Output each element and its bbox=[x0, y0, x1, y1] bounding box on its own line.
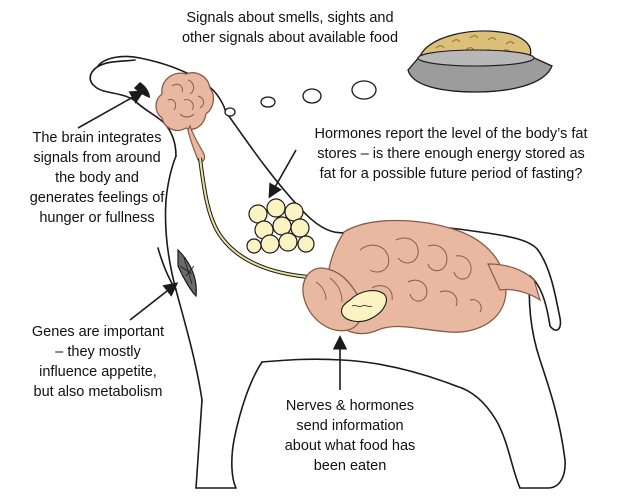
arrow-to-fat bbox=[268, 149, 297, 199]
brain-icon bbox=[155, 72, 215, 163]
dna-fish-icon bbox=[177, 248, 197, 298]
fat-cells-icon bbox=[246, 198, 315, 254]
label-nerves: Nerves & hormones send information about… bbox=[284, 398, 416, 474]
food-bowl-icon bbox=[407, 30, 553, 93]
dog-outline bbox=[89, 55, 566, 489]
digestive-organs bbox=[302, 219, 542, 335]
dog-eye-icon bbox=[134, 82, 150, 98]
label-hormones-fat: Hormones report the level of the body’s … bbox=[314, 126, 588, 182]
label-genes: Genes are important – they mostly influe… bbox=[31, 324, 165, 400]
thought-bubbles bbox=[224, 80, 377, 117]
label-brain: The brain integrates signals from around… bbox=[29, 130, 165, 226]
arrow-to-genes bbox=[129, 282, 179, 321]
arrow-to-brain bbox=[77, 90, 145, 129]
label-signals-food: Signals about smells, sights and other s… bbox=[181, 10, 399, 46]
